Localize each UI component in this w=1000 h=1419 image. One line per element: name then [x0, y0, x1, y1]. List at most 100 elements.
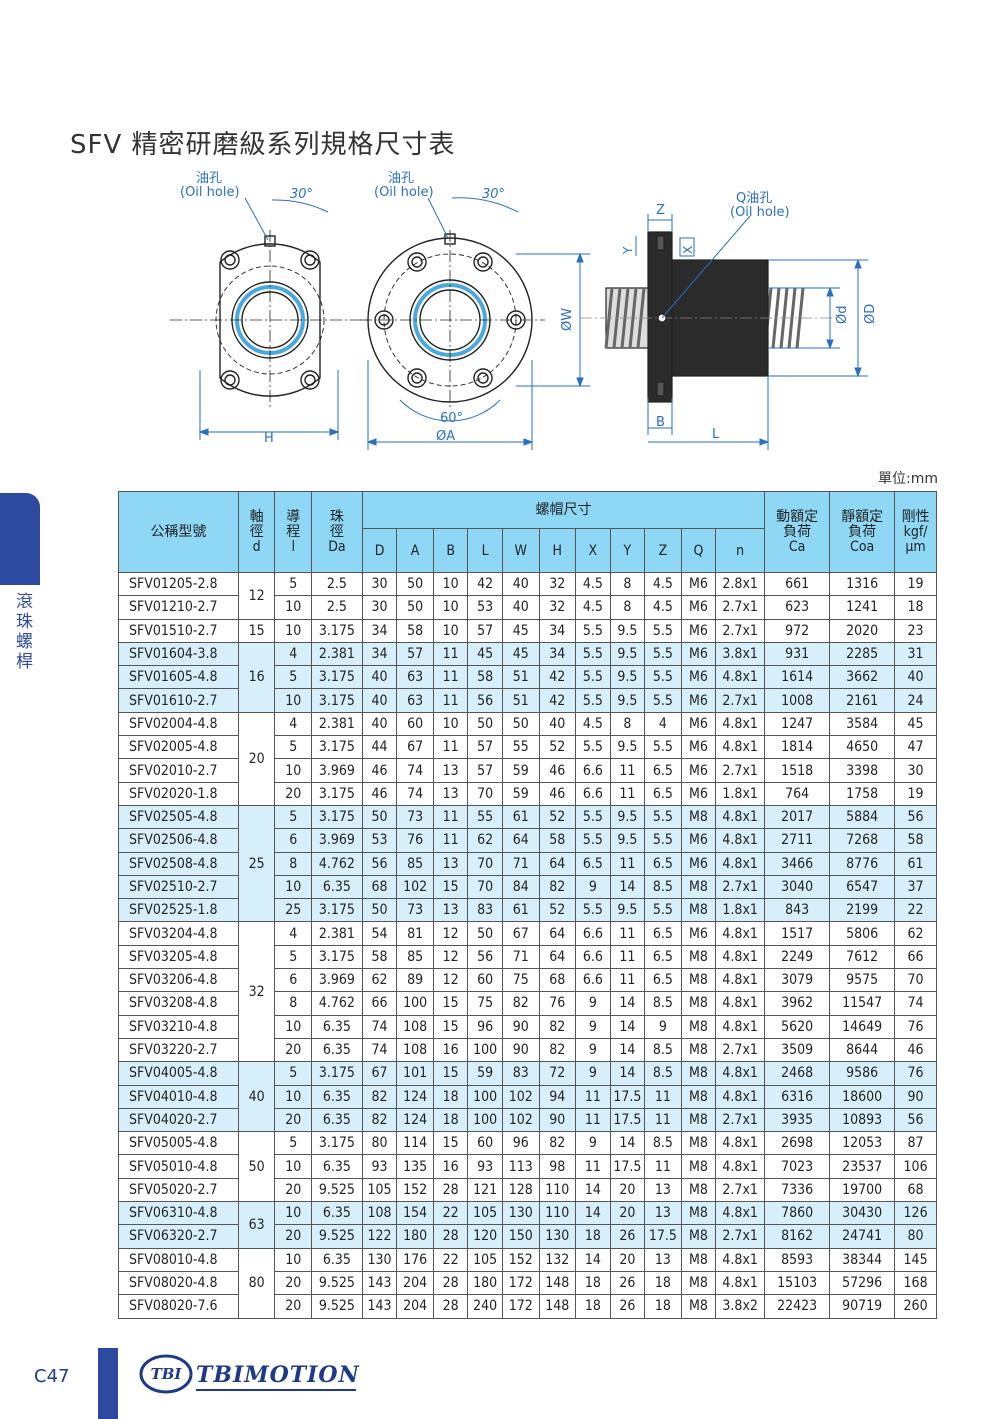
table-cell: 14 [609, 1014, 646, 1039]
table-cell: 3040 [764, 874, 831, 900]
table-cell: 6.5 [644, 758, 682, 783]
table-cell: 60 [396, 711, 434, 737]
table-cell: 3.175 [311, 781, 363, 806]
table-cell: 2.7x1 [715, 874, 766, 900]
table-cell: M8 [680, 1061, 717, 1086]
table-cell: 5.5 [575, 898, 611, 923]
table-cell: 3398 [829, 758, 896, 783]
table-cell: 82 [538, 1014, 577, 1039]
table-cell: M8 [680, 1201, 717, 1226]
table-cell: 5.5 [644, 804, 682, 830]
table-cell: 22 [432, 1201, 469, 1226]
table-cell: 46 [361, 781, 398, 806]
table-cell: 2017 [764, 804, 831, 830]
table-cell: 9 [575, 1131, 611, 1156]
model-cell: SFV01205-2.8 [118, 571, 239, 597]
table-cell: 42 [538, 665, 577, 690]
table-cell: 64 [538, 921, 577, 946]
table-cell: 34 [361, 641, 398, 667]
table-cell: 4 [274, 641, 312, 667]
table-cell: 58 [894, 828, 937, 853]
dim-A-W [366, 252, 590, 450]
table-cell: 11 [609, 968, 646, 993]
table-cell: 34 [538, 641, 577, 667]
table-cell: 100 [467, 1037, 503, 1063]
table-cell: 13 [432, 781, 469, 806]
table-cell: 8644 [829, 1037, 896, 1063]
table-cell: 5 [274, 1131, 312, 1156]
table-cell: 3509 [764, 1037, 831, 1063]
table-cell: M6 [680, 828, 717, 853]
table-cell: 55 [467, 804, 503, 830]
table-cell: 1.8x1 [715, 898, 766, 923]
table-cell: 10 [432, 618, 469, 643]
table-cell: 4.8x1 [715, 711, 766, 737]
table-cell: 8593 [764, 1247, 831, 1272]
table-cell: 42 [467, 571, 503, 597]
table-cell: 76 [894, 1061, 937, 1086]
table-cell: 130 [501, 1201, 540, 1226]
table-cell: 9.525 [311, 1270, 363, 1296]
table-cell: 11 [609, 781, 646, 806]
table-cell: 62 [894, 921, 937, 946]
table-cell: 15103 [764, 1270, 831, 1296]
table-cell: 28 [432, 1294, 469, 1319]
table-cell: 13 [432, 898, 469, 923]
table-cell: 5.5 [644, 665, 682, 690]
table-cell: 73 [396, 804, 434, 830]
table-cell: 1008 [764, 688, 831, 713]
table-cell: 82 [361, 1084, 398, 1109]
page-number: C47 [34, 1366, 70, 1387]
table-cell: 9 [575, 874, 611, 900]
table-cell: 9.5 [609, 641, 646, 667]
dim-side [635, 214, 868, 450]
table-cell: 6.6 [575, 921, 611, 946]
table-cell: 67 [501, 921, 540, 946]
table-cell: 30 [361, 595, 398, 620]
table-cell: 105 [467, 1201, 503, 1226]
model-cell: SFV08020-4.8 [118, 1270, 239, 1296]
table-cell: 4 [644, 711, 682, 737]
table-cell: 1247 [764, 711, 831, 737]
table-cell: 46 [538, 758, 577, 783]
col-header-nut-h: H [538, 528, 577, 573]
table-cell: 56 [467, 688, 503, 713]
table-cell: 176 [396, 1247, 434, 1272]
table-cell: 17.5 [609, 1154, 646, 1179]
table-cell: 50 [361, 804, 398, 830]
table-cell: 5.5 [575, 618, 611, 643]
table-cell: 3584 [829, 711, 896, 737]
table-cell: 3.175 [311, 665, 363, 690]
table-cell: 20 [609, 1247, 646, 1272]
table-cell: 5884 [829, 804, 896, 830]
table-cell: 11 [644, 1154, 682, 1179]
table-cell: 18 [432, 1084, 469, 1109]
table-cell: 55 [501, 735, 540, 760]
table-cell: M6 [680, 735, 717, 760]
table-cell: 11 [432, 735, 469, 760]
table-cell: 17.5 [609, 1084, 646, 1109]
table-cell: 11 [432, 828, 469, 853]
table-cell: 4.8x1 [715, 804, 766, 830]
table-cell: 5 [274, 571, 312, 597]
table-cell: 2698 [764, 1131, 831, 1156]
table-cell: 40 [361, 665, 398, 690]
table-cell: 20 [274, 1224, 312, 1249]
table-cell: 64 [538, 851, 577, 876]
table-cell: 3.175 [311, 944, 363, 970]
table-cell: 63 [396, 688, 434, 713]
table-cell: M6 [680, 641, 717, 667]
table-cell: 60 [467, 1131, 503, 1156]
table-cell: 9 [575, 1014, 611, 1039]
table-cell: 8 [274, 991, 312, 1016]
table-cell: 1758 [829, 781, 896, 806]
table-cell: 80 [361, 1131, 398, 1156]
table-cell: 4.8x1 [715, 851, 766, 876]
table-cell: 11 [609, 944, 646, 970]
